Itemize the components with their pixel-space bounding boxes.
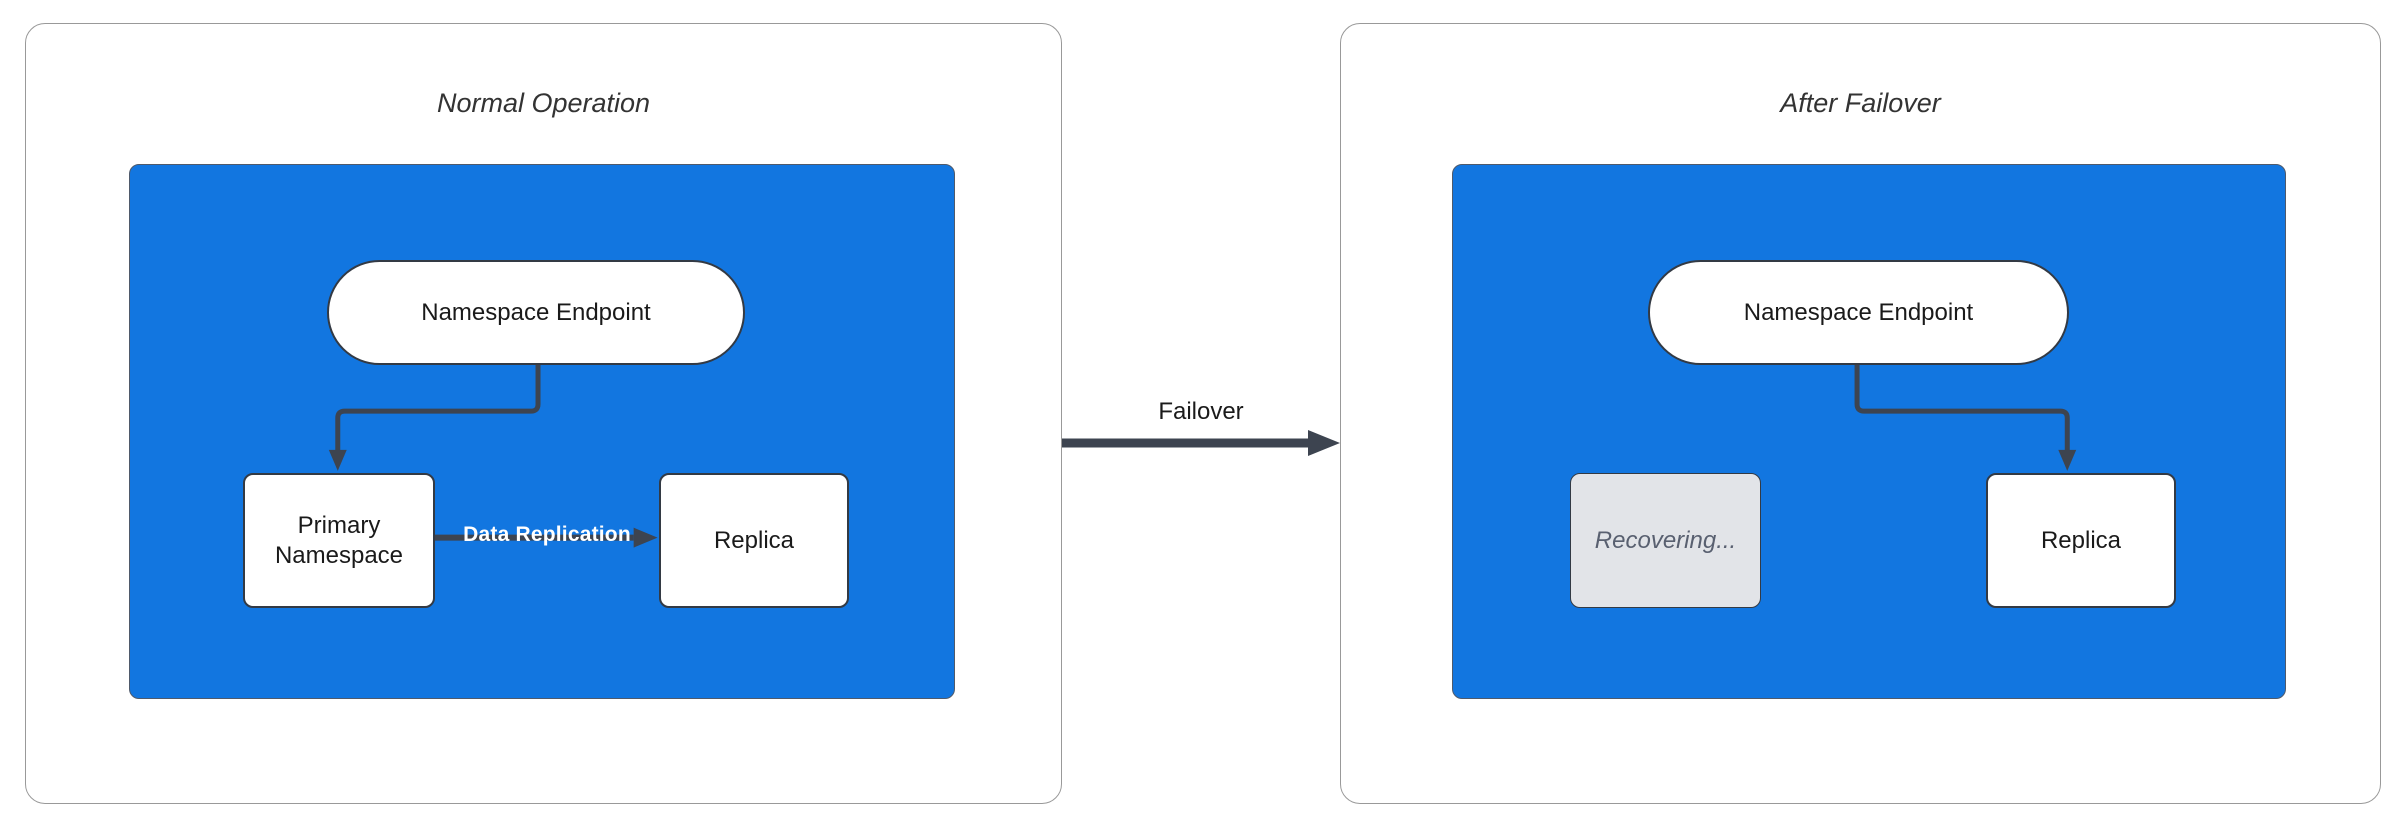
edge-endpoint-to-replica bbox=[1854, 364, 2070, 452]
node-label: Replica bbox=[713, 526, 795, 554]
node-replica-failover: Replica bbox=[1986, 473, 2176, 608]
node-label: Namespace Endpoint bbox=[1743, 298, 1974, 326]
panel-after-failover: After Failover Namespace Endpoint Recove… bbox=[1340, 23, 2381, 804]
node-label: Recovering... bbox=[1594, 526, 1737, 554]
arrowhead-down-icon bbox=[2058, 449, 2077, 471]
node-recovering: Recovering... bbox=[1570, 473, 1761, 608]
panel-normal-operation: Normal Operation Namespace Endpoint Prim… bbox=[25, 23, 1062, 804]
node-label: Primary Namespace bbox=[274, 511, 404, 569]
edge-label-data-replication: Data Replication bbox=[463, 523, 631, 546]
panel-title-after-failover: After Failover bbox=[1780, 88, 1941, 118]
failover-edge: Failover bbox=[1062, 398, 1340, 460]
node-label: Replica bbox=[2040, 526, 2122, 554]
failover-edge-label: Failover bbox=[1158, 398, 1244, 425]
connector-edges-normal bbox=[328, 364, 658, 548]
panel-title-normal-operation: Normal Operation bbox=[436, 88, 651, 118]
arrowhead-down-icon bbox=[328, 449, 347, 471]
node-namespace-endpoint-failover: Namespace Endpoint bbox=[1648, 260, 2069, 365]
node-label: Namespace Endpoint bbox=[421, 298, 651, 326]
arrowhead-right-icon bbox=[633, 527, 658, 548]
cluster-normal-operation: Namespace Endpoint Primary Namespace Rep… bbox=[129, 164, 955, 699]
node-replica-normal: Replica bbox=[659, 473, 849, 608]
failover-arrow-icon bbox=[1062, 430, 1340, 456]
edge-endpoint-to-primary bbox=[335, 364, 541, 452]
node-namespace-endpoint-normal: Namespace Endpoint bbox=[327, 260, 745, 365]
connector-edges-failover bbox=[1854, 364, 2077, 471]
node-primary-namespace: Primary Namespace bbox=[243, 473, 435, 608]
cluster-after-failover: Namespace Endpoint Recovering... Replica bbox=[1452, 164, 2286, 699]
